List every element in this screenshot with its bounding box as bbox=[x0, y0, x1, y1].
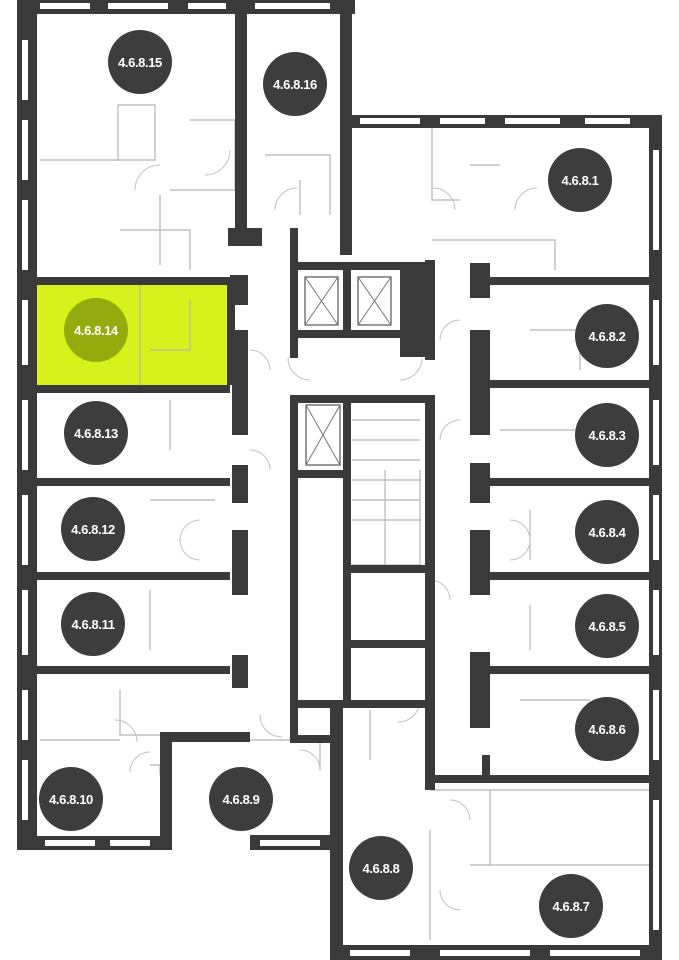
unit-badge-4.6.8.3[interactable]: 4.6.8.3 bbox=[575, 403, 639, 467]
unit-label: 4.6.8.1 bbox=[562, 173, 599, 188]
unit-label: 4.6.8.3 bbox=[589, 428, 626, 443]
unit-area-4.6.8.7[interactable] bbox=[435, 783, 649, 945]
unit-badge-4.6.8.5[interactable]: 4.6.8.5 bbox=[575, 594, 639, 658]
unit-label: 4.6.8.14 bbox=[74, 323, 119, 338]
elevator-shafts bbox=[304, 276, 392, 466]
unit-area-4.6.8.16[interactable] bbox=[247, 14, 340, 228]
unit-badge-4.6.8.11[interactable]: 4.6.8.11 bbox=[61, 592, 125, 656]
unit-label: 4.6.8.10 bbox=[49, 792, 93, 807]
unit-badge-4.6.8.4[interactable]: 4.6.8.4 bbox=[575, 500, 639, 564]
unit-badge-4.6.8.13[interactable]: 4.6.8.13 bbox=[64, 401, 128, 465]
unit-label: 4.6.8.11 bbox=[71, 617, 114, 632]
unit-badges: 4.6.8.15 4.6.8.16 4.6.8.1 4.6.8.2 4.6.8.… bbox=[39, 30, 639, 938]
unit-badge-4.6.8.6[interactable]: 4.6.8.6 bbox=[575, 697, 639, 761]
unit-badge-4.6.8.10[interactable]: 4.6.8.10 bbox=[39, 767, 103, 831]
unit-badge-4.6.8.9[interactable]: 4.6.8.9 bbox=[209, 767, 273, 831]
unit-badge-4.6.8.8[interactable]: 4.6.8.8 bbox=[349, 836, 413, 900]
unit-label: 4.6.8.7 bbox=[553, 899, 590, 914]
unit-label: 4.6.8.12 bbox=[71, 522, 115, 537]
unit-label: 4.6.8.5 bbox=[589, 619, 626, 634]
unit-label: 4.6.8.6 bbox=[589, 722, 626, 737]
unit-badge-4.6.8.14[interactable]: 4.6.8.14 bbox=[64, 298, 128, 362]
unit-label: 4.6.8.15 bbox=[118, 55, 162, 70]
unit-label: 4.6.8.16 bbox=[273, 77, 317, 92]
unit-badge-4.6.8.16[interactable]: 4.6.8.16 bbox=[263, 52, 327, 116]
unit-label: 4.6.8.13 bbox=[74, 426, 118, 441]
unit-badge-4.6.8.12[interactable]: 4.6.8.12 bbox=[61, 497, 125, 561]
unit-badge-4.6.8.2[interactable]: 4.6.8.2 bbox=[575, 304, 639, 368]
unit-badge-4.6.8.1[interactable]: 4.6.8.1 bbox=[548, 148, 612, 212]
unit-label: 4.6.8.2 bbox=[589, 329, 626, 344]
unit-badge-4.6.8.15[interactable]: 4.6.8.15 bbox=[108, 30, 172, 94]
window-openings bbox=[22, 3, 659, 956]
unit-badge-4.6.8.7[interactable]: 4.6.8.7 bbox=[539, 874, 603, 938]
unit-area-4.6.8.8[interactable] bbox=[343, 708, 425, 945]
unit-label: 4.6.8.9 bbox=[223, 792, 260, 807]
unit-label: 4.6.8.8 bbox=[363, 861, 400, 876]
unit-label: 4.6.8.4 bbox=[589, 525, 627, 540]
